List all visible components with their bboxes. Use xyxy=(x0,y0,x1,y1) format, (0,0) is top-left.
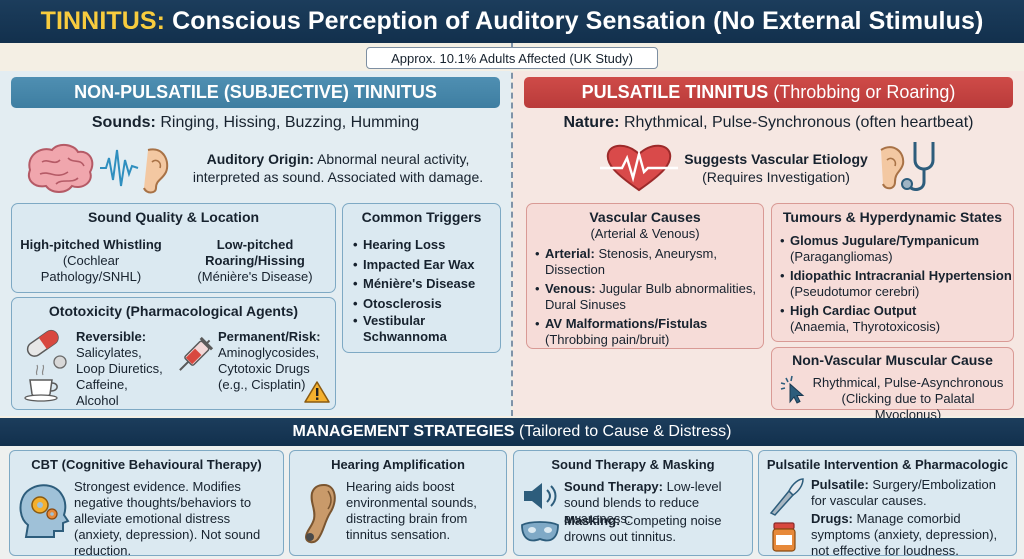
muscular-line1: Rhythmical, Pulse-Asynchronous xyxy=(812,375,1004,390)
origin-label: Auditory Origin: xyxy=(206,151,314,167)
pulsatile-intervention-card: Pulsatile Intervention & Pharmacologic P… xyxy=(758,450,1017,558)
drugs-label: Drugs: xyxy=(811,511,853,526)
muscular-description: Rhythmical, Pulse-Asynchronous (Clicking… xyxy=(808,375,1008,423)
sounds-line: Sounds: Ringing, Hissing, Buzzing, Hummi… xyxy=(11,114,500,132)
vascular-causes-panel: Vascular Causes (Arterial & Venous) Arte… xyxy=(526,203,764,349)
sounds-value: Ringing, Hissing, Buzzing, Humming xyxy=(160,114,420,131)
vascular-item: Venous: Jugular Bulb abnormalities, Dura… xyxy=(535,281,761,313)
cbt-title: CBT (Cognitive Behavioural Therapy) xyxy=(31,457,262,472)
masking-label: Masking: xyxy=(564,513,621,528)
nature-value: Rhythmical, Pulse-Synchronous (often hea… xyxy=(623,114,974,131)
vascular-item: AV Malformations/Fistulas(Throbbing pain… xyxy=(535,316,761,348)
cbt-card: CBT (Cognitive Behavioural Therapy) Stro… xyxy=(9,450,284,558)
permanent-label: Permanent/Risk: xyxy=(218,329,321,344)
heart-pulse-icon xyxy=(600,140,678,194)
suggests-title: Suggests Vascular Etiology xyxy=(684,151,868,167)
sound-therapy-title: Sound Therapy & Masking xyxy=(551,457,715,472)
tumours-panel: Tumours & Hyperdynamic States Glomus Jug… xyxy=(771,203,1014,342)
nature-label: Nature: xyxy=(563,114,620,131)
mask-icon xyxy=(520,517,560,547)
brain-icon xyxy=(22,140,172,196)
trigger-item: Ménière's Disease xyxy=(353,274,499,294)
reversible-label: Reversible: xyxy=(76,329,147,344)
common-triggers-panel: Common Triggers Hearing Loss Impacted Ea… xyxy=(342,203,501,353)
pulsatile-banner: PULSATILE TINNITUS (Throbbing or Roaring… xyxy=(524,77,1013,108)
permanent-agents: Permanent/Risk: Aminoglycosides, Cytotox… xyxy=(218,329,334,393)
drugs-text: Drugs: Manage comorbid symptoms (anxiety… xyxy=(811,511,998,558)
prevalence-badge: Approx. 10.1% Adults Affected (UK Study) xyxy=(366,47,658,69)
permanent-items: Aminoglycosides, Cytotoxic Drugs (e.g., … xyxy=(218,345,320,392)
sound-quality-panel: Sound Quality & Location High-pitched Wh… xyxy=(11,203,336,293)
pulsatile-banner-sub: (Throbbing or Roaring) xyxy=(773,82,956,102)
reversible-agents: Reversible: Salicylates, Loop Diuretics,… xyxy=(76,329,172,409)
ototoxicity-panel: Ototoxicity (Pharmacological Agents) Rev… xyxy=(11,297,336,410)
muscular-cause-panel: Non-Vascular Muscular Cause Rhythmical, … xyxy=(771,347,1014,422)
tumour-item: Idiopathic Intracranial Hypertension(Pse… xyxy=(780,268,1012,300)
pill-and-coffee-icon xyxy=(22,328,68,406)
tumour-item: Glomus Jugulare/Tympanicum(Paraganglioma… xyxy=(780,233,1012,265)
muscular-title: Non-Vascular Muscular Cause xyxy=(792,352,993,368)
auditory-origin: Auditory Origin: Abnormal neural activit… xyxy=(178,150,498,186)
masking-text: Masking: Competing noise drowns out tinn… xyxy=(564,513,722,544)
page-title: TINNITUS: Conscious Perception of Audito… xyxy=(41,7,984,36)
pulsatile-intervention-label: Pulsatile: xyxy=(811,477,869,492)
sound-therapy-card: Sound Therapy & Masking Sound Therapy: L… xyxy=(513,450,753,556)
section-divider xyxy=(511,43,513,416)
head-gears-icon xyxy=(16,481,70,541)
sound-quality-title: Sound Quality & Location xyxy=(87,209,260,225)
tumours-title: Tumours & Hyperdynamic States xyxy=(782,209,1003,225)
trigger-item: Otosclerosis xyxy=(353,294,499,314)
hearing-aid-icon xyxy=(298,481,340,545)
high-pitched-sub: (Cochlear Pathology/SNHL) xyxy=(40,253,142,284)
suggests-sub: (Requires Investigation) xyxy=(702,169,850,185)
cbt-text: Strongest evidence. Modifies negative th… xyxy=(74,479,261,558)
vascular-etiology: Suggests Vascular Etiology (Requires Inv… xyxy=(680,150,872,186)
pulsatile-banner-text: PULSATILE TINNITUS xyxy=(581,82,769,102)
sound-therapy-label: Sound Therapy: xyxy=(564,479,663,494)
hearing-text: Hearing aids boost environmental sounds,… xyxy=(346,479,477,542)
ear-stethoscope-icon xyxy=(875,138,937,196)
vascular-causes-title: Vascular Causes xyxy=(589,209,701,225)
pulsatile-intervention-text: Pulsatile: Surgery/Embolization for vasc… xyxy=(811,477,996,508)
low-pitched-title: Low-pitched Roaring/Hissing xyxy=(205,237,305,268)
cursor-click-icon xyxy=(778,374,808,404)
warning-icon xyxy=(304,380,330,404)
low-pitched-sub: (Ménière's Disease) xyxy=(197,269,313,284)
hearing-amplification-card: Hearing Amplification Hearing aids boost… xyxy=(289,450,507,556)
page-title-bar: TINNITUS: Conscious Perception of Audito… xyxy=(0,0,1024,43)
vascular-list: Arterial: Stenosis, Aneurysm, Dissection… xyxy=(535,246,761,348)
nature-line: Nature: Rhythmical, Pulse-Synchronous (o… xyxy=(524,114,1013,132)
management-bar: MANAGEMENT STRATEGIES (Tailored to Cause… xyxy=(0,418,1024,446)
speaker-icon xyxy=(520,479,560,513)
low-pitched: Low-pitched Roaring/Hissing (Ménière's D… xyxy=(180,237,330,285)
vascular-item: Arterial: Stenosis, Aneurysm, Dissection xyxy=(535,246,761,278)
management-subtitle: (Tailored to Cause & Distress) xyxy=(518,423,732,440)
title-highlight: TINNITUS: xyxy=(40,7,166,35)
non-pulsatile-banner-text: NON-PULSATILE (SUBJECTIVE) TINNITUS xyxy=(74,82,437,102)
non-pulsatile-banner: NON-PULSATILE (SUBJECTIVE) TINNITUS xyxy=(11,77,500,108)
pill-bottle-icon xyxy=(769,521,799,553)
trigger-item: Vestibular Schwannoma xyxy=(353,313,499,345)
tumour-item: High Cardiac Output(Anaemia, Thyrotoxico… xyxy=(780,303,1012,335)
triggers-list: Hearing Loss Impacted Ear Wax Ménière's … xyxy=(353,235,499,345)
sound-therapy-text: Sound Therapy: Low-level sound blends to… xyxy=(564,479,722,526)
high-pitched: High-pitched Whistling (Cochlear Patholo… xyxy=(16,237,166,285)
origin-text: Abnormal neural activity, interpreted as… xyxy=(192,151,484,185)
scalpel-icon xyxy=(767,477,805,517)
common-triggers-title: Common Triggers xyxy=(361,209,482,225)
pulsatile-intervention-title: Pulsatile Intervention & Pharmacologic xyxy=(766,457,1009,472)
vascular-causes-subtitle: (Arterial & Venous) xyxy=(590,226,700,241)
hearing-title: Hearing Amplification xyxy=(331,457,465,472)
trigger-item: Hearing Loss xyxy=(353,235,499,255)
high-pitched-title: High-pitched Whistling xyxy=(20,237,162,252)
management-title: MANAGEMENT STRATEGIES xyxy=(292,423,515,440)
trigger-item: Impacted Ear Wax xyxy=(353,255,499,275)
sounds-label: Sounds: xyxy=(91,114,156,131)
ototoxicity-title: Ototoxicity (Pharmacological Agents) xyxy=(48,303,299,319)
tumours-list: Glomus Jugulare/Tympanicum(Paraganglioma… xyxy=(780,233,1012,335)
reversible-items: Salicylates, Loop Diuretics, Caffeine, A… xyxy=(76,345,163,408)
title-rest: Conscious Perception of Auditory Sensati… xyxy=(172,7,984,35)
syringe-icon xyxy=(172,334,216,378)
